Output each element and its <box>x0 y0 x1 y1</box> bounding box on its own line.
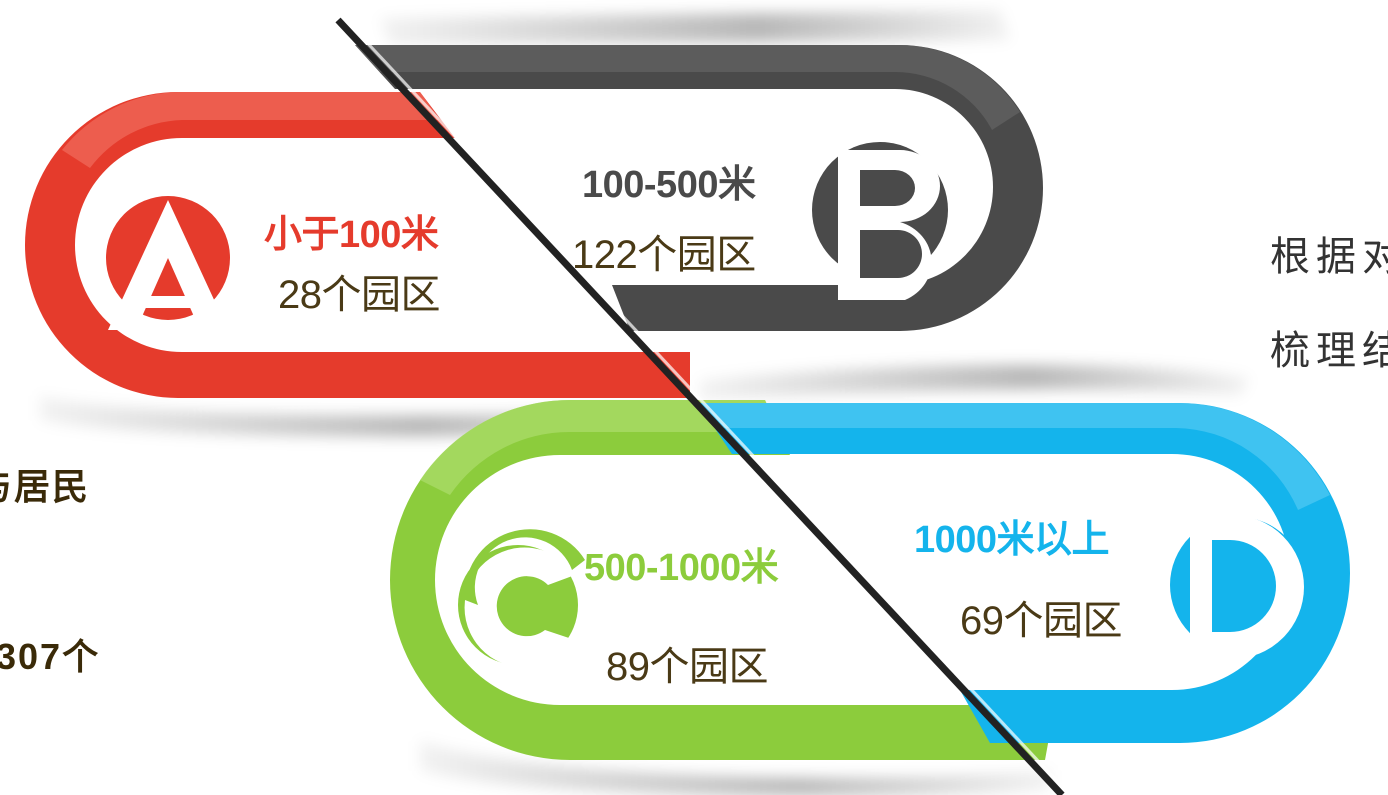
item-a-range: 小于100米 <box>264 214 439 256</box>
band-d-highlight <box>698 403 1330 510</box>
left-text-2: 307个 <box>0 636 101 677</box>
letter-c-icon <box>458 529 585 668</box>
item-d-range: 1000米以上 <box>914 519 1110 561</box>
item-d-count: 69个园区 <box>960 599 1123 643</box>
item-c-count: 89个园区 <box>606 645 769 689</box>
letter-d-icon <box>1170 515 1306 659</box>
right-text-2: 梳理结 <box>1270 329 1388 373</box>
item-b-count: 122个园区 <box>572 233 756 277</box>
shadow-b <box>380 10 1010 45</box>
left-text-1: 与居民 <box>0 466 91 507</box>
band-a-highlight <box>62 92 440 168</box>
letter-b-icon <box>812 142 948 300</box>
band-c-highlight <box>420 399 778 495</box>
band-b-highlight <box>355 45 1020 130</box>
item-b-range: 100-500米 <box>582 164 756 206</box>
right-text-1: 根据对 <box>1270 235 1388 279</box>
shadow-c <box>420 740 1050 795</box>
diagonal-divider <box>335 17 1065 795</box>
diagonal-divider-highlight <box>344 18 1072 795</box>
band-d <box>698 403 1350 743</box>
item-a-count: 28个园区 <box>278 273 441 317</box>
shadow-d <box>700 364 1250 400</box>
letter-a-icon <box>106 196 230 330</box>
item-c-range: 500-1000米 <box>584 547 779 589</box>
